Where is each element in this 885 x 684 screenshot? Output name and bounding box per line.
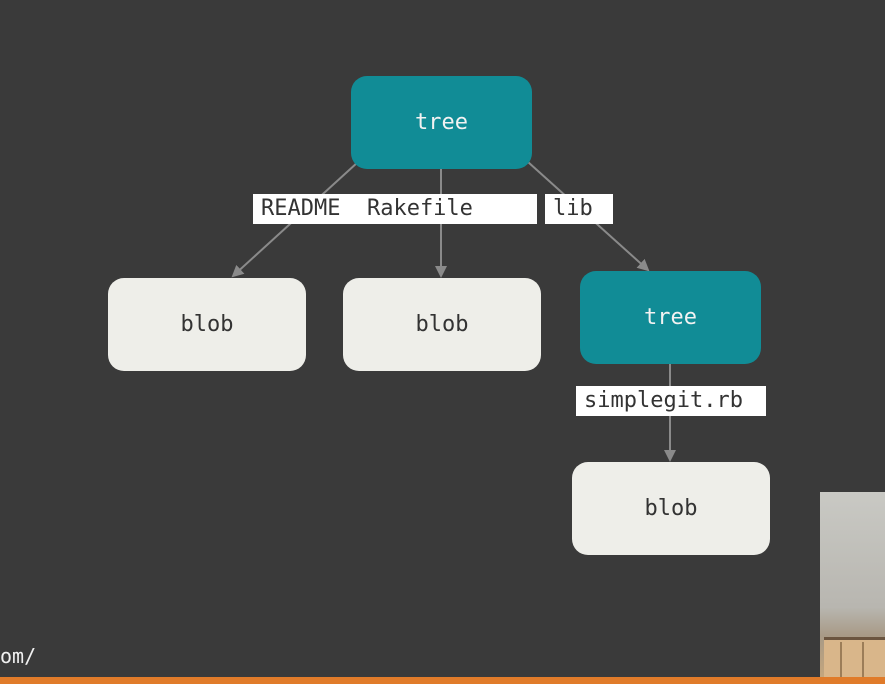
readme-blob-label: blob bbox=[180, 312, 234, 337]
webcam-overlay bbox=[820, 492, 885, 684]
root-tree-label: tree bbox=[415, 110, 468, 135]
root-tree-node: tree bbox=[351, 76, 532, 169]
simplegit-blob-label: blob bbox=[644, 496, 698, 521]
edge-label-readme-rakefile: README Rakefile bbox=[253, 194, 537, 224]
simplegit-blob-node: blob bbox=[572, 462, 770, 555]
webcam-furniture-detail bbox=[862, 642, 864, 684]
edge-label-lib: lib bbox=[545, 194, 613, 224]
lib-tree-label: tree bbox=[644, 305, 697, 330]
bottom-accent-bar bbox=[0, 677, 885, 684]
lib-tree-node: tree bbox=[580, 271, 761, 364]
webcam-furniture bbox=[824, 637, 885, 684]
rakefile-blob-node: blob bbox=[343, 278, 541, 371]
edge-label-simplegit: simplegit.rb bbox=[576, 386, 766, 416]
webcam-furniture-detail bbox=[840, 642, 842, 684]
readme-blob-node: blob bbox=[108, 278, 306, 371]
rakefile-blob-label: blob bbox=[415, 312, 469, 337]
url-fragment: om/ bbox=[0, 644, 37, 668]
